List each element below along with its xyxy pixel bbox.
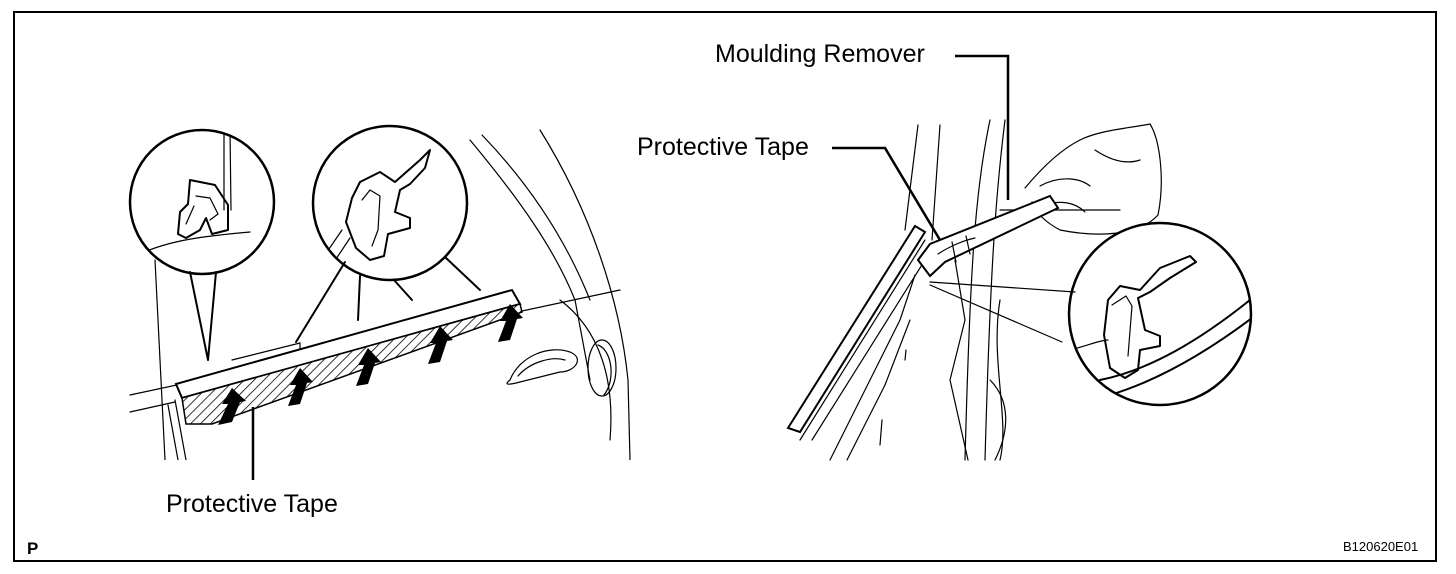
door-moulding-right	[786, 224, 931, 441]
car-body-left	[129, 129, 631, 460]
hand-with-remover	[916, 123, 1162, 278]
label-protective-tape-left: Protective Tape	[166, 490, 338, 518]
clip-detail-callout-right	[929, 221, 1253, 407]
corner-mark: P	[27, 539, 39, 558]
label-protective-tape-right: Protective Tape	[637, 133, 809, 161]
figure-code: B120620E01	[1343, 539, 1419, 554]
label-moulding-remover: Moulding Remover	[715, 40, 925, 68]
clip-detail-callout-2	[295, 124, 481, 343]
leader-protective-tape-right	[832, 146, 942, 241]
push-arrows	[218, 304, 523, 425]
clip-detail-callout-1	[128, 128, 276, 361]
leader-moulding-remover	[955, 54, 1010, 200]
